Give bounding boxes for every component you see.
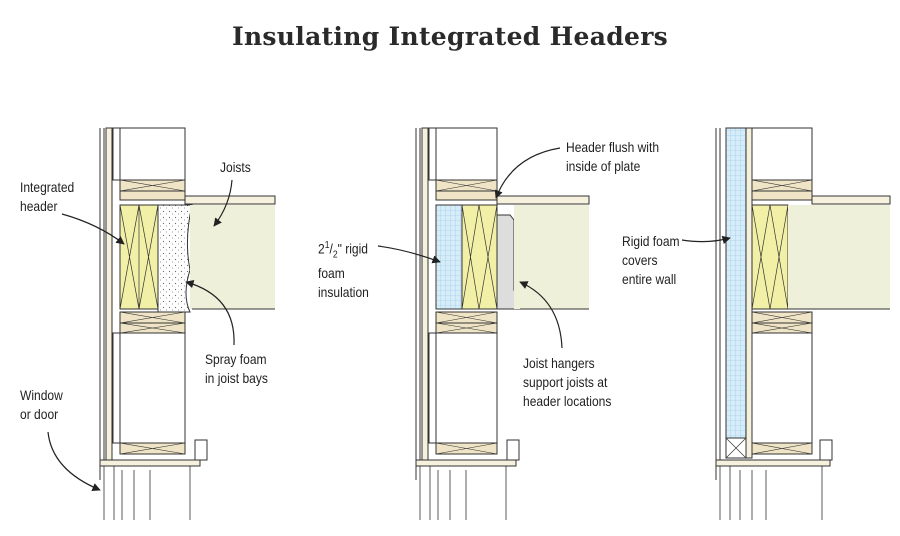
arrow-integrated-header	[61, 213, 125, 245]
section-rigid-foam-header	[415, 127, 590, 520]
arrow-window-door	[47, 431, 101, 491]
arrow-header-flush	[494, 147, 561, 199]
label-window-door: Window or door	[20, 387, 63, 422]
arrow-joist-hangers	[519, 281, 563, 349]
label-rigid-foam-covers: Rigid foam covers entire wall	[622, 233, 680, 287]
arrow-rigid-foam-insulation	[377, 245, 441, 264]
label-header-flush: Header flush with inside of plate	[566, 139, 660, 174]
diagram-title: Insulating Integrated Headers	[231, 22, 669, 51]
arrow-rigid-foam-covers	[681, 235, 731, 245]
rigid-foam-thickness: 21/2" rigid	[318, 240, 369, 261]
arrow-spray-foam	[185, 279, 235, 346]
label-spray-foam: Spray foam in joist bays	[205, 351, 268, 386]
leader-arrows	[47, 147, 731, 491]
section-spray-foam	[99, 127, 276, 520]
arrow-joists	[213, 179, 233, 227]
label-joist-hangers: Joist hangers support joists at header l…	[523, 355, 612, 409]
label-joists: Joists	[220, 159, 251, 175]
label-integrated-header: Integrated header	[20, 179, 75, 214]
section-continuous-rigid-foam	[715, 127, 891, 520]
label-rigid-foam-insulation: 21/2" rigid foam insulation	[318, 236, 369, 302]
